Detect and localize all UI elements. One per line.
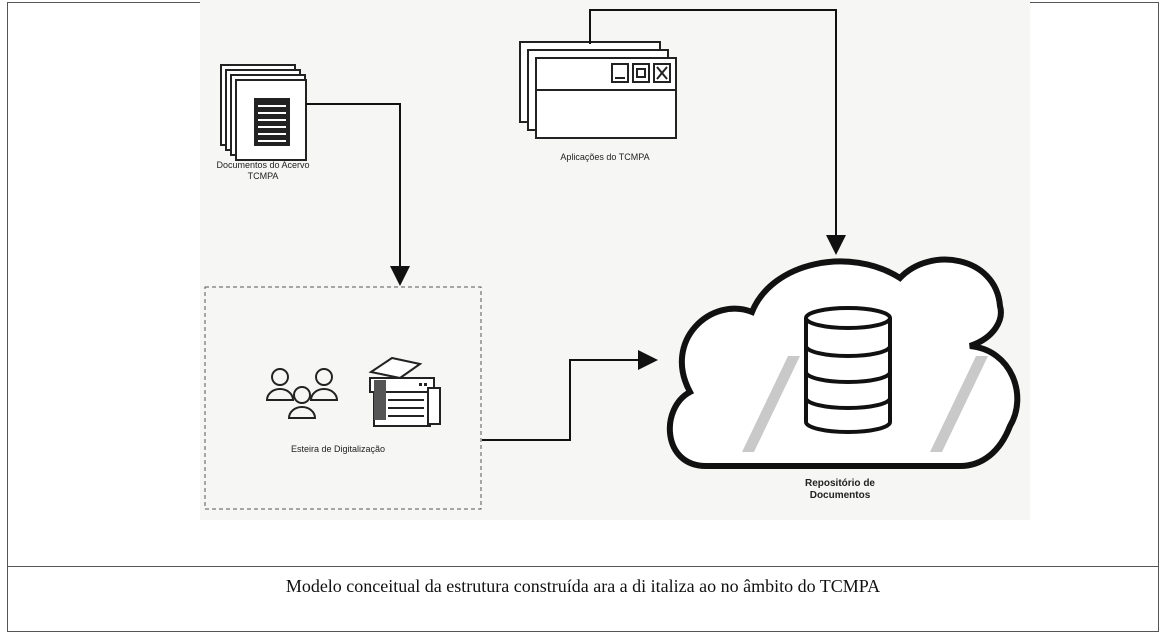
scanning-label: Esteira de Digitalização — [290, 444, 386, 454]
repository-label: Repositório de Documentos — [804, 478, 875, 501]
documents-label: Documentos do Acervo TCMPA — [216, 160, 310, 181]
applications-to-repository-arrow — [589, 9, 846, 255]
scanning-to-repository-arrow — [482, 350, 658, 441]
figure-caption: Modelo conceitual da estrutura construíd… — [285, 576, 881, 596]
caption-divider — [7, 566, 1159, 567]
documents-to-scanning-arrow — [306, 103, 410, 286]
database-icon — [804, 306, 892, 434]
scanner-icon — [368, 356, 441, 427]
applications-label: Aplicações do TCMPA — [560, 152, 650, 162]
scanning-area-box — [204, 286, 482, 510]
people-icon — [265, 368, 339, 419]
applications-icon — [519, 41, 677, 139]
documents-icon — [220, 64, 307, 161]
